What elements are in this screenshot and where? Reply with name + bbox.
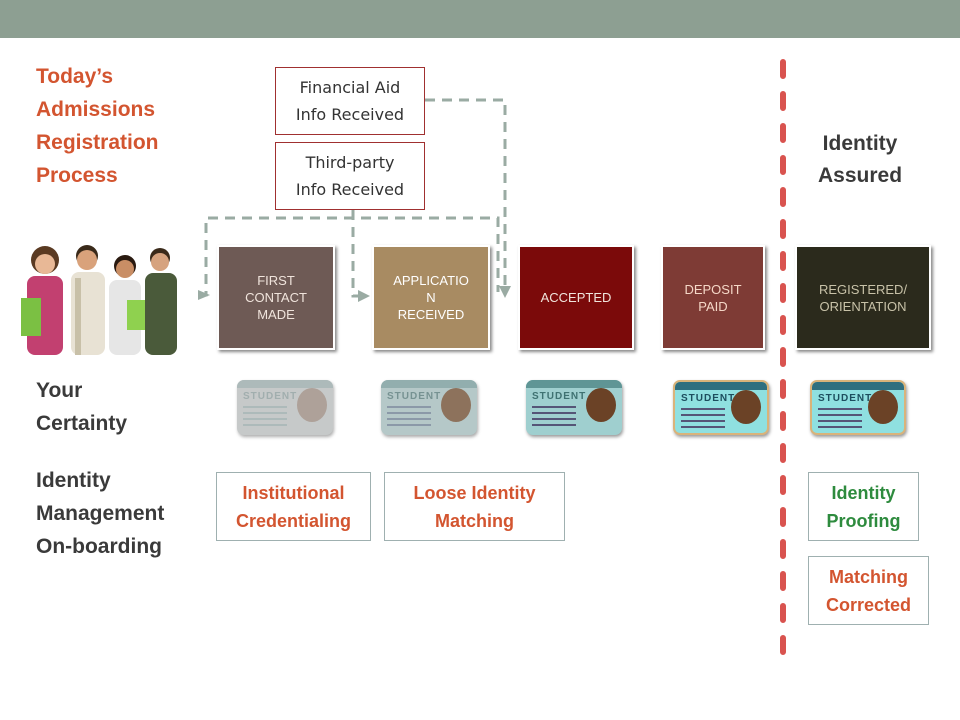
id-card-3: STUDENT: [526, 380, 622, 435]
third-party-to-application-connector: [351, 210, 362, 298]
identity-assured-label: Identity Assured: [817, 132, 903, 187]
loose-identity-matching-box: Loose Identity Matching: [384, 472, 565, 541]
stage-accepted: ACCEPTED: [518, 245, 634, 350]
id-card-3-text: STUDENT: [532, 391, 587, 402]
stage-accepted-label: ACCEPTED: [540, 290, 612, 305]
students-photo: [15, 238, 185, 355]
id-card-4: STUDENT: [673, 380, 769, 435]
institutional-credentialing-box: Institutional Credentialing: [216, 472, 371, 541]
financial-aid-info-box: Financial Aid Info Received: [275, 67, 425, 135]
third-party-info-box: Third-party Info Received: [275, 142, 425, 210]
stage-registered-orientation-label: REGISTERED/ ORIENTATION: [818, 281, 908, 314]
id-card-2-text: STUDENT: [387, 391, 442, 402]
top-bar: [0, 0, 960, 38]
stage-first-contact: FIRST CONTACT MADE: [217, 245, 335, 350]
id-card-4-text: STUDENT: [681, 393, 736, 404]
row-label-certainty: Your Certainty: [36, 379, 128, 435]
id-card-2: STUDENT: [381, 380, 477, 435]
row-label-identity-management: Identity Management On-boarding: [36, 469, 165, 558]
identity-proofing-box: Identity Proofing: [808, 472, 919, 541]
stage-deposit-paid-label: DEPOSIT PAID: [684, 281, 742, 314]
application-arrowhead: [358, 290, 370, 302]
stage-deposit-paid: DEPOSIT PAID: [661, 245, 765, 350]
third-party-arrowhead-left: [198, 290, 210, 300]
stage-registered-orientation: REGISTERED/ ORIENTATION: [795, 245, 931, 350]
id-card-1-text: STUDENT: [243, 391, 298, 402]
stage-first-contact-label: FIRST CONTACT MADE: [245, 273, 307, 322]
financial-aid-connector: [425, 98, 507, 292]
stage-application-received-label: APPLICATIO N RECEIVED: [393, 273, 469, 322]
stage-application-received: APPLICATIO N RECEIVED: [372, 245, 490, 350]
id-card-1: STUDENT: [237, 380, 333, 435]
matching-corrected-box: Matching Corrected: [808, 556, 929, 625]
id-card-5-text: STUDENT: [818, 393, 873, 404]
id-card-5: STUDENT: [810, 380, 906, 435]
financial-aid-arrowhead: [499, 286, 511, 298]
process-title: Today’s Admissions Registration Process: [36, 65, 159, 187]
